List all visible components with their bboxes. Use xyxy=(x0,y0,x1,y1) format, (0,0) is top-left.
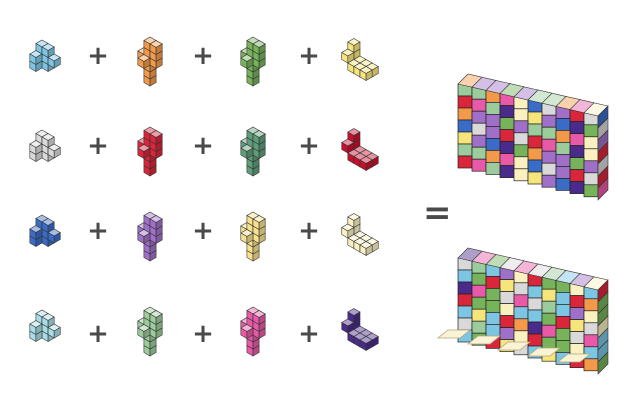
row-4-piece-4 xyxy=(342,309,379,351)
row-1-plus-3: + xyxy=(298,41,320,71)
row-2-piece-2 xyxy=(138,127,162,176)
row-2-plus-1: + xyxy=(87,131,109,161)
row-4-plus-2: + xyxy=(192,319,214,349)
row-3-piece-2 xyxy=(138,212,162,261)
row-1-plus-1: + xyxy=(87,41,109,71)
row-3-plus-2: + xyxy=(192,216,214,246)
row-3-piece-4 xyxy=(342,214,379,256)
row-2-plus-3: + xyxy=(298,131,320,161)
row-1-piece-3 xyxy=(241,37,265,86)
row-3-piece-3 xyxy=(241,212,265,261)
plus-operators: + + + + + + + + + + + + xyxy=(87,41,320,349)
row-4-plus-1: + xyxy=(87,319,109,349)
row-1-piece-2 xyxy=(138,37,162,86)
assembled-block-back xyxy=(438,248,608,374)
equals-sign: = xyxy=(423,193,452,233)
row-4-plus-3: + xyxy=(298,319,320,349)
row-2-piece-1 xyxy=(30,130,60,162)
row-1-plus-2: + xyxy=(192,41,214,71)
row-2-piece-4 xyxy=(342,129,379,171)
assembled-block-front xyxy=(458,74,608,200)
row-3-plus-3: + xyxy=(298,216,320,246)
row-4-piece-2 xyxy=(138,307,162,356)
row-2-piece-3 xyxy=(241,127,265,176)
row-3-plus-1: + xyxy=(87,216,109,246)
row-4-piece-3 xyxy=(241,307,265,356)
row-1-piece-4 xyxy=(342,39,379,81)
row-3-piece-1 xyxy=(30,215,60,247)
row-2-plus-2: + xyxy=(192,131,214,161)
row-1-piece-1 xyxy=(30,40,60,72)
piece-grid xyxy=(30,37,378,356)
row-4-piece-1 xyxy=(30,310,60,342)
